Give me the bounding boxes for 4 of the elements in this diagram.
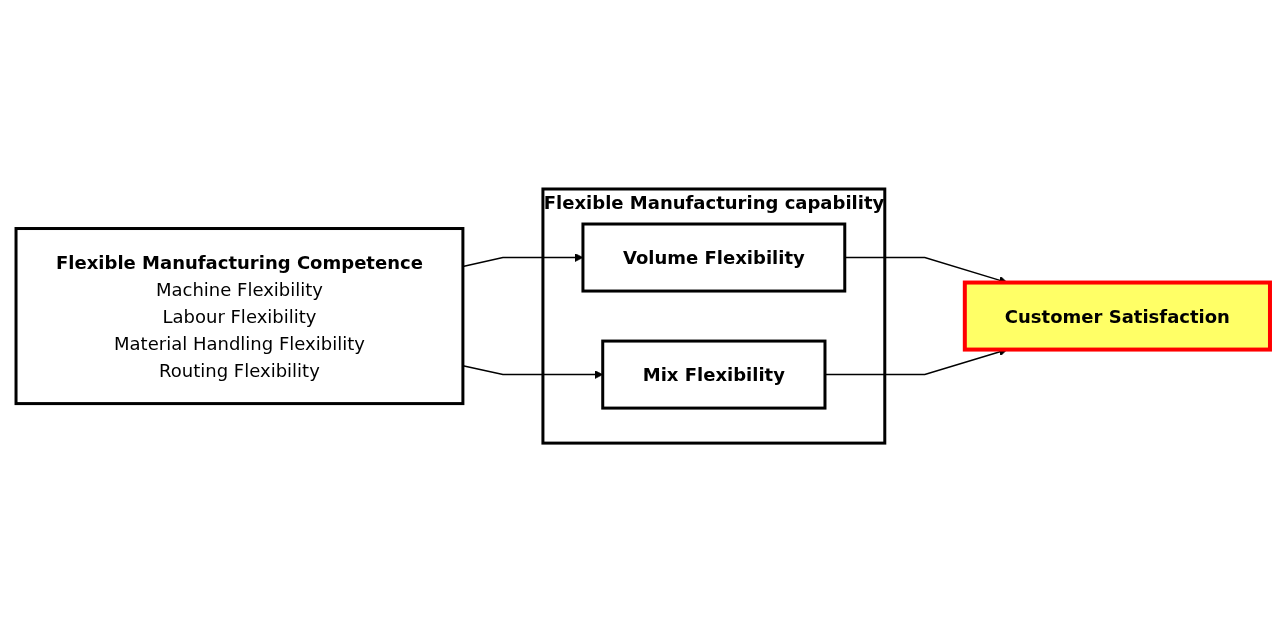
- node-box: Customer Satisfaction: [962, 280, 1272, 352]
- node-box: Mix Flexibility: [601, 339, 827, 410]
- node-box: Volume Flexibility: [581, 222, 847, 293]
- node-box: Flexible Manufacturing Competence Machine Flexibility Labour Flexibility Material Handling Flexibility Routing Flexibility: [14, 226, 465, 406]
